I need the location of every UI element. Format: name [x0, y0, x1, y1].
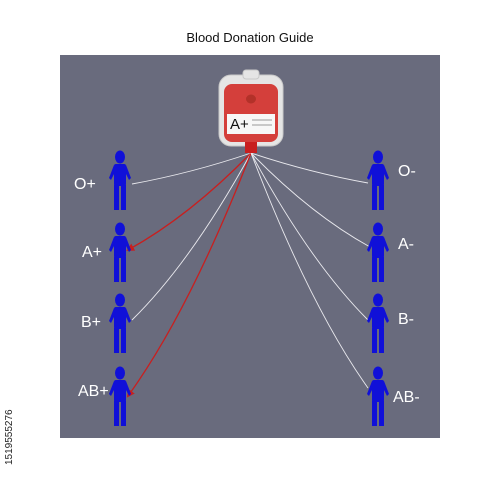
connector-ab-pos	[126, 152, 252, 398]
person-icon-a-pos	[109, 222, 131, 282]
person-icon-ab-neg	[367, 366, 389, 426]
connector-b-neg	[250, 152, 369, 321]
page-title: Blood Donation Guide	[186, 30, 314, 45]
person-icon-ab-pos	[109, 366, 131, 426]
recipient-label-ab-pos: AB+	[78, 383, 109, 400]
connector-group	[126, 152, 371, 398]
person-icon-b-pos	[109, 293, 131, 353]
people-group	[109, 150, 389, 426]
connector-b-pos	[131, 152, 252, 321]
recipient-label-b-pos: B+	[81, 314, 102, 331]
person-icon-b-neg	[367, 293, 389, 353]
recipient-label-ab-neg: AB-	[393, 389, 420, 406]
connector-o-neg	[250, 152, 369, 184]
stock-image-id: 1519555276	[4, 409, 15, 465]
recipient-label-o-pos: O+	[74, 176, 96, 193]
recipient-label-b-neg: B-	[398, 311, 414, 328]
recipient-label-a-pos: A+	[82, 244, 103, 261]
connector-a-neg	[250, 152, 371, 248]
recipient-label-o-neg: O-	[398, 163, 416, 180]
person-icon-a-neg	[367, 222, 389, 282]
connector-a-pos	[126, 152, 252, 251]
person-icon-o-neg	[367, 150, 389, 210]
recipient-label-a-neg: A-	[398, 236, 414, 253]
blood-bag-icon	[218, 69, 284, 153]
connector-ab-neg	[250, 152, 369, 389]
person-icon-o-pos	[109, 150, 131, 210]
donor-blood-type: A+	[230, 116, 249, 133]
connector-o-pos	[131, 152, 252, 185]
